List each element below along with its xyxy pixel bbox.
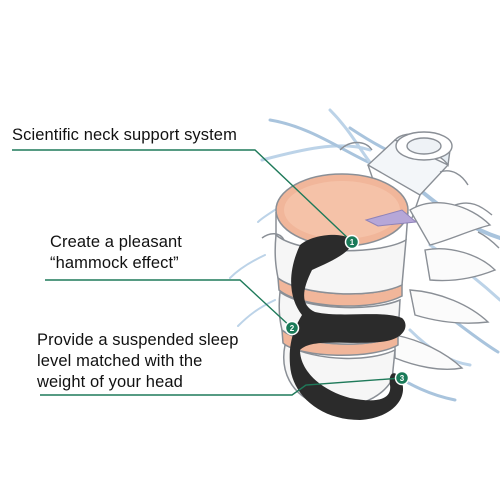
leader-line-3 bbox=[40, 377, 403, 396]
badge-2: 2 bbox=[284, 320, 300, 336]
callout-3-line-1: Provide a suspended sleep bbox=[37, 331, 239, 349]
badge-3-label: 3 bbox=[400, 374, 405, 383]
leader-lines bbox=[12, 149, 403, 396]
callout-1-line-1: Scientific neck support system bbox=[12, 126, 237, 144]
vertebra-processes bbox=[339, 141, 500, 370]
spinal-cord bbox=[366, 131, 453, 219]
callout-1-text: Scientific neck support system bbox=[12, 125, 237, 146]
callout-2-text: Create a pleasant “hammock effect” bbox=[50, 232, 182, 274]
badge-3: 3 bbox=[394, 370, 410, 386]
leader-line-1 bbox=[12, 149, 353, 243]
callout-3-line-2: level matched with the bbox=[37, 352, 203, 370]
callout-3-text: Provide a suspended sleep level matched … bbox=[37, 330, 239, 393]
callout-3-line-3: weight of your head bbox=[37, 373, 183, 391]
vertebral-bodies bbox=[261, 173, 418, 408]
neck-support-shape bbox=[289, 234, 406, 420]
callout-2-line-2: “hammock effect” bbox=[50, 254, 179, 272]
badge-2-label: 2 bbox=[290, 324, 295, 333]
badge-1: 1 bbox=[344, 234, 360, 250]
leader-line-2 bbox=[45, 279, 293, 329]
callout-2-line-1: Create a pleasant bbox=[50, 233, 182, 251]
badge-1-label: 1 bbox=[350, 238, 355, 247]
